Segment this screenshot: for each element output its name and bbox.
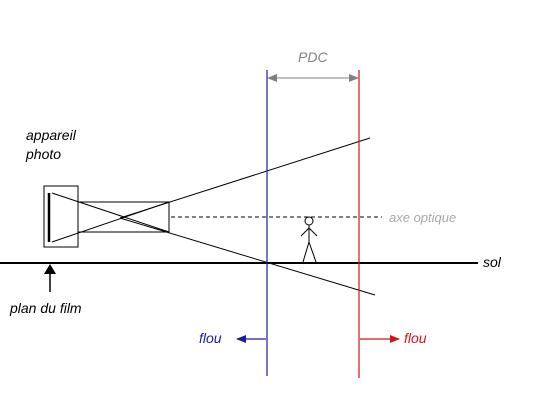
person-icon (300, 216, 318, 263)
camera-label-line1: appareil (26, 127, 77, 143)
film-plane-arrow (44, 264, 56, 292)
field-ray-upper (119, 137, 371, 219)
ray-inner-top (51, 192, 170, 233)
camera-label-line2: photo (25, 146, 61, 162)
blur-left-label: flou (199, 330, 222, 346)
ground-label: sol (483, 254, 502, 270)
blur-right-label: flou (404, 330, 427, 346)
film-plane-label: plan du film (9, 300, 82, 316)
dof-label: PDC (298, 49, 328, 65)
optical-axis-label: axe optique (389, 210, 456, 225)
field-ray-lower (119, 217, 376, 296)
